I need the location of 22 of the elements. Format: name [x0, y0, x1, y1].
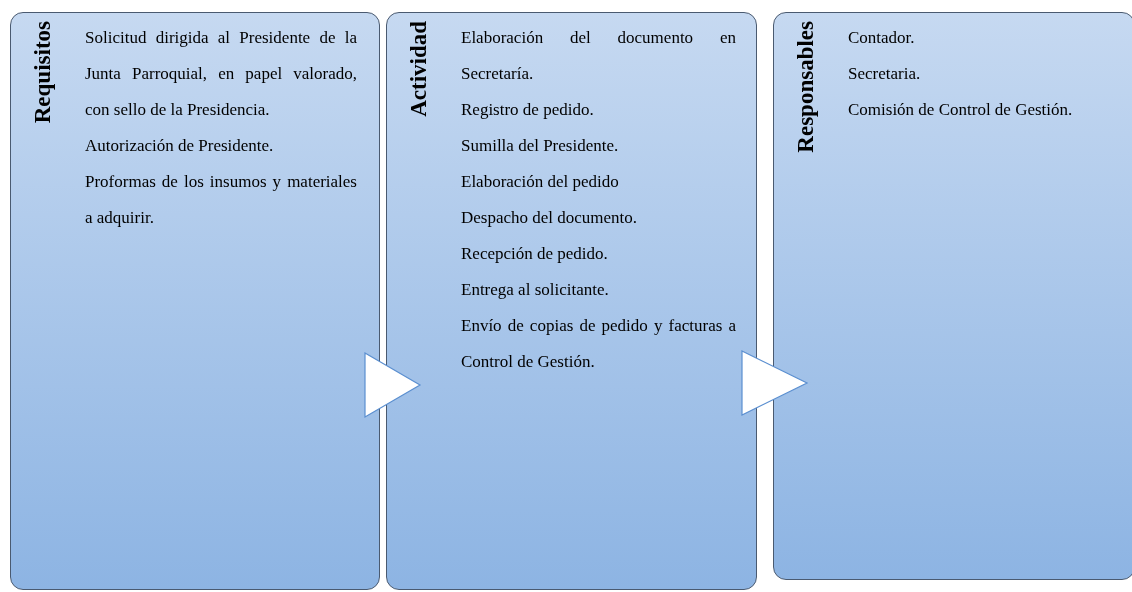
panel-heading: Actividad [406, 21, 430, 117]
list-item: Proformas de los insumos y materiales a adquirir. [85, 171, 357, 229]
list-item: Contador. [848, 27, 916, 49]
list-item: Despacho del documento. [461, 207, 639, 229]
list-panel [10, 12, 380, 590]
list-item: Envío de copias de pedido y facturas a Control de Gestión. [461, 315, 736, 373]
list-item: Registro de pedido. [461, 99, 595, 121]
list-item: Sumilla del Presidente. [461, 135, 620, 157]
list-item: Solicitud dirigida al Presidente de la Junta Parroquial, en papel valorado, con sello de la Presidencia. [85, 27, 357, 121]
list-item: Elaboración del pedido [461, 171, 620, 193]
list-item: Entrega al solicitante. [461, 279, 610, 301]
list-item: Recepción de pedido. [461, 243, 609, 265]
panel-heading: Responsables [793, 21, 817, 153]
chevron-arrow [364, 351, 422, 419]
list-item: Autorización de Presidente. [85, 135, 275, 157]
chevron-arrow [741, 350, 809, 416]
list-item: Secretaria. [848, 63, 922, 85]
list-panel [386, 12, 757, 590]
list-panel [773, 12, 1132, 580]
list-item: Comisión de Control de Gestión. [848, 99, 1074, 121]
list-item: Elaboración del documento en Secretaría. [461, 27, 736, 85]
panel-heading: Requisitos [30, 21, 54, 124]
